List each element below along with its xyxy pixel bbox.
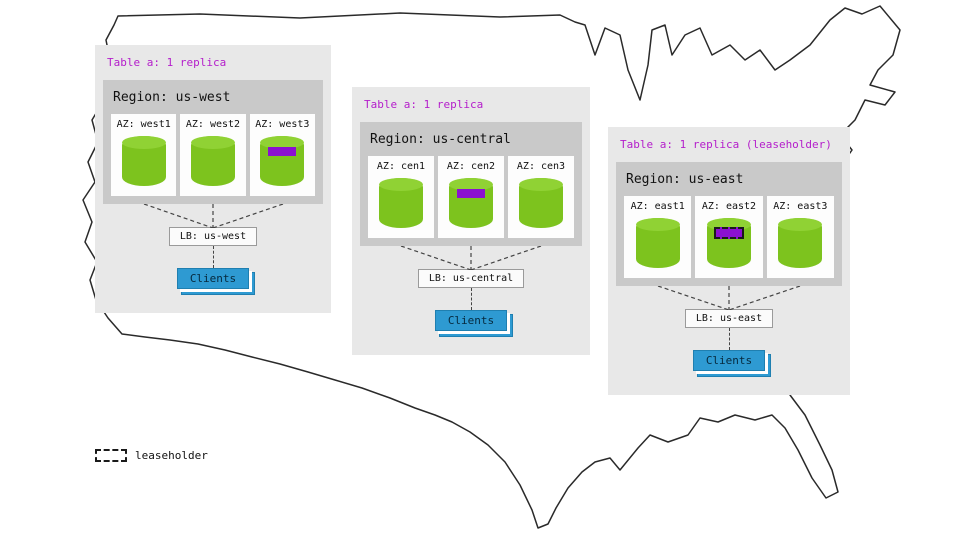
az-row: AZ: east1 AZ: east2 AZ: east3 bbox=[624, 196, 834, 278]
legend: leaseholder bbox=[95, 449, 208, 462]
region-title: Region: us-west bbox=[113, 90, 231, 105]
region-box: Region: us-east AZ: east1 AZ: east2 AZ: … bbox=[616, 162, 842, 286]
replica-cylinder bbox=[121, 136, 166, 186]
az-row: AZ: west1 AZ: west2 AZ: west3 bbox=[111, 114, 315, 196]
az-box: AZ: west3 bbox=[249, 114, 315, 196]
region-panel-us-central: Table a: 1 replica Region: us-central AZ… bbox=[352, 87, 590, 355]
lb-clients-connector bbox=[470, 288, 472, 310]
az-box: AZ: cen2 bbox=[438, 156, 504, 238]
lb-clients-connector bbox=[728, 328, 730, 350]
az-label: AZ: east2 bbox=[701, 201, 757, 212]
region-panel-us-west: Table a: 1 replica Region: us-west AZ: w… bbox=[95, 45, 331, 313]
replica-cylinder bbox=[519, 178, 563, 228]
az-label: AZ: cen1 bbox=[376, 161, 426, 172]
az-label: AZ: cen3 bbox=[516, 161, 566, 172]
table-replica-label: Table a: 1 replica bbox=[364, 98, 484, 111]
replica-cylinder bbox=[190, 136, 235, 186]
replica-lb-connectors bbox=[657, 286, 801, 310]
leaseholder-mark bbox=[713, 227, 744, 239]
leaseholder-mark bbox=[268, 147, 297, 156]
az-box: AZ: east2 bbox=[695, 196, 763, 278]
az-box: AZ: west1 bbox=[111, 114, 177, 196]
replica-lb-connectors bbox=[400, 246, 542, 270]
replica-lb-connectors bbox=[143, 204, 284, 228]
az-box: AZ: west2 bbox=[180, 114, 246, 196]
replica-cylinder bbox=[379, 178, 423, 228]
az-box: AZ: east1 bbox=[624, 196, 692, 278]
load-balancer: LB: us-east bbox=[684, 309, 774, 328]
az-box: AZ: cen3 bbox=[508, 156, 574, 238]
load-balancer: LB: us-west bbox=[168, 227, 258, 246]
az-box: AZ: cen1 bbox=[368, 156, 434, 238]
az-label: AZ: west2 bbox=[185, 119, 241, 130]
region-panel-us-east: Table a: 1 replica (leaseholder) Region:… bbox=[608, 127, 850, 395]
replica-cylinder bbox=[260, 136, 305, 186]
leaseholder-legend-label: leaseholder bbox=[135, 449, 208, 462]
clients-box: Clients bbox=[434, 310, 508, 331]
replica-cylinder bbox=[706, 218, 751, 268]
region-title: Region: us-central bbox=[370, 132, 511, 147]
table-replica-label: Table a: 1 replica (leaseholder) bbox=[620, 138, 832, 151]
load-balancer: LB: us-central bbox=[417, 269, 525, 288]
az-label: AZ: east3 bbox=[773, 201, 828, 212]
az-label: AZ: cen2 bbox=[446, 161, 496, 172]
region-title: Region: us-east bbox=[626, 172, 744, 187]
replica-cylinder bbox=[449, 178, 493, 228]
az-label: AZ: west3 bbox=[255, 119, 310, 130]
region-box: Region: us-west AZ: west1 AZ: west2 AZ: … bbox=[103, 80, 323, 204]
clients-box: Clients bbox=[692, 350, 766, 371]
az-box: AZ: east3 bbox=[766, 196, 834, 278]
leaseholder-legend-swatch bbox=[95, 449, 127, 462]
replica-cylinder bbox=[635, 218, 680, 268]
region-box: Region: us-central AZ: cen1 AZ: cen2 AZ:… bbox=[360, 122, 582, 246]
leaseholder-mark bbox=[457, 189, 485, 198]
lb-clients-connector bbox=[212, 246, 214, 268]
az-row: AZ: cen1 AZ: cen2 AZ: cen3 bbox=[368, 156, 574, 238]
az-label: AZ: east1 bbox=[630, 201, 685, 212]
az-label: AZ: west1 bbox=[116, 119, 171, 130]
replica-cylinder bbox=[778, 218, 823, 268]
clients-box: Clients bbox=[176, 268, 250, 289]
table-replica-label: Table a: 1 replica bbox=[107, 56, 227, 69]
